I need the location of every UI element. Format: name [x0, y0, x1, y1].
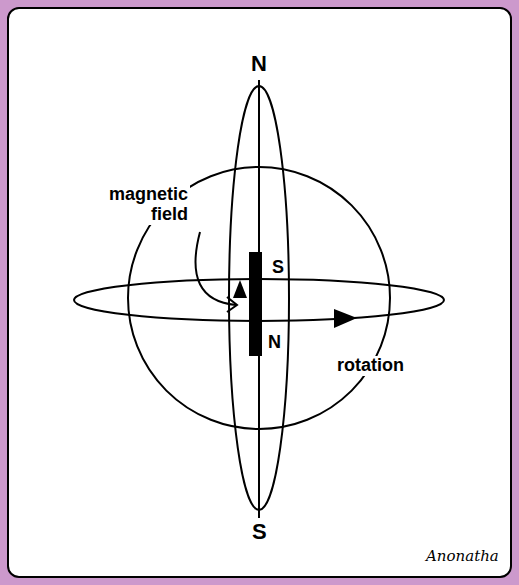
meridian-ellipse	[229, 86, 289, 510]
field-leader	[196, 232, 237, 305]
signature: Anonatha	[424, 548, 501, 565]
rotation-label: rotation	[335, 356, 406, 376]
field-arrowhead	[233, 280, 247, 298]
field-label: magnetic field	[90, 185, 190, 225]
field-leader-head	[227, 297, 237, 312]
magnet-pole-label: S	[270, 258, 286, 278]
pole-label: N	[249, 52, 269, 76]
magnet-pole-label: N	[266, 333, 283, 353]
pole-label: S	[250, 520, 269, 544]
bar-magnet	[249, 252, 262, 356]
rotation-arrowhead	[334, 309, 357, 328]
